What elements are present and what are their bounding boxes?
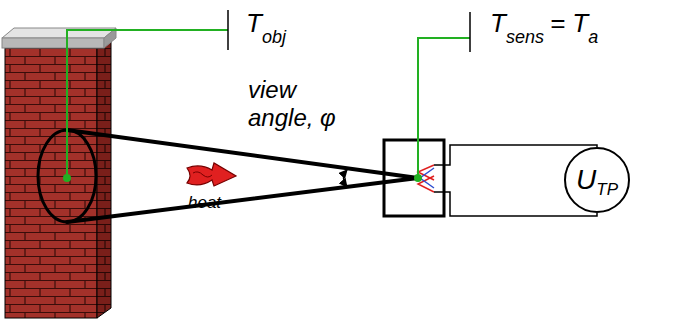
heat-arrow-detail [193,172,212,177]
sensor-housing [384,140,444,216]
spot-dot [63,174,71,182]
view-cone [67,130,418,222]
angle-label: view angle, φ [248,76,360,131]
heat-arrow [187,163,236,186]
sensor-dot [414,174,422,182]
temperature-symbol: T [246,10,262,36]
subscript: sens [506,28,544,46]
angle-arc [344,170,348,187]
heat-label: heat [188,194,221,211]
temperature-symbol: = T [550,10,588,36]
voltage-symbol: U [576,166,596,194]
voltmeter-circle: UTP [564,147,630,213]
leader-line [67,10,470,178]
subscript: TP [596,181,618,198]
brick-wall [2,28,116,318]
subscript: a [588,28,598,46]
temperature-symbol: T [490,10,506,36]
subscript: obj [262,28,286,46]
